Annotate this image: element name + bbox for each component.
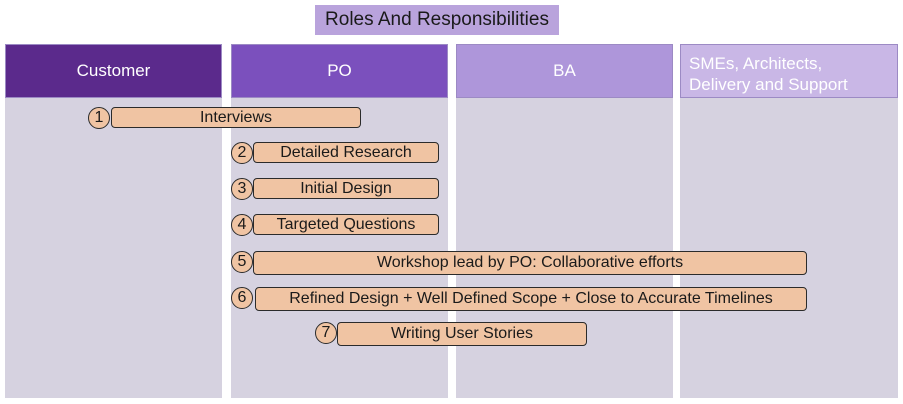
step-bar: Workshop lead by PO: Collaborative effor… — [253, 251, 807, 275]
diagram-title: Roles And Responsibilities — [315, 5, 559, 35]
step-3: 3 Initial Design — [231, 178, 441, 202]
step-4: 4 Targeted Questions — [231, 214, 441, 238]
lane-label: BA — [553, 61, 576, 80]
step-1: 1 Interviews — [88, 107, 363, 131]
step-number-badge: 3 — [231, 178, 253, 200]
step-7: 7 Writing User Stories — [315, 322, 590, 346]
step-5: 5 Workshop lead by PO: Collaborative eff… — [231, 251, 809, 275]
step-bar: Initial Design — [253, 178, 439, 199]
step-bar: Detailed Research — [253, 142, 439, 163]
step-2: 2 Detailed Research — [231, 142, 441, 166]
step-bar: Interviews — [111, 107, 361, 128]
lane-label: SMEs, Architects, Delivery and Support — [689, 54, 848, 94]
step-bar: Refined Design + Well Defined Scope + Cl… — [255, 287, 807, 311]
lane-body-ba — [456, 98, 673, 398]
step-bar: Writing User Stories — [337, 322, 587, 346]
step-number-badge: 1 — [88, 107, 110, 129]
step-number-badge: 6 — [231, 287, 253, 309]
lane-body-smes — [680, 98, 898, 398]
step-number-badge: 2 — [231, 142, 253, 164]
lane-label: PO — [327, 61, 352, 80]
step-number-badge: 4 — [231, 214, 253, 236]
lane-label: Customer — [76, 61, 151, 80]
step-number-badge: 5 — [231, 251, 253, 273]
step-bar: Targeted Questions — [253, 214, 439, 235]
lane-header-customer: Customer — [5, 44, 222, 98]
lane-header-smes: SMEs, Architects, Delivery and Support — [680, 44, 898, 98]
lane-body-customer — [5, 98, 222, 398]
lane-header-ba: BA — [456, 44, 673, 98]
step-6: 6 Refined Design + Well Defined Scope + … — [231, 287, 809, 311]
step-number-badge: 7 — [315, 322, 337, 344]
lane-header-po: PO — [231, 44, 448, 98]
